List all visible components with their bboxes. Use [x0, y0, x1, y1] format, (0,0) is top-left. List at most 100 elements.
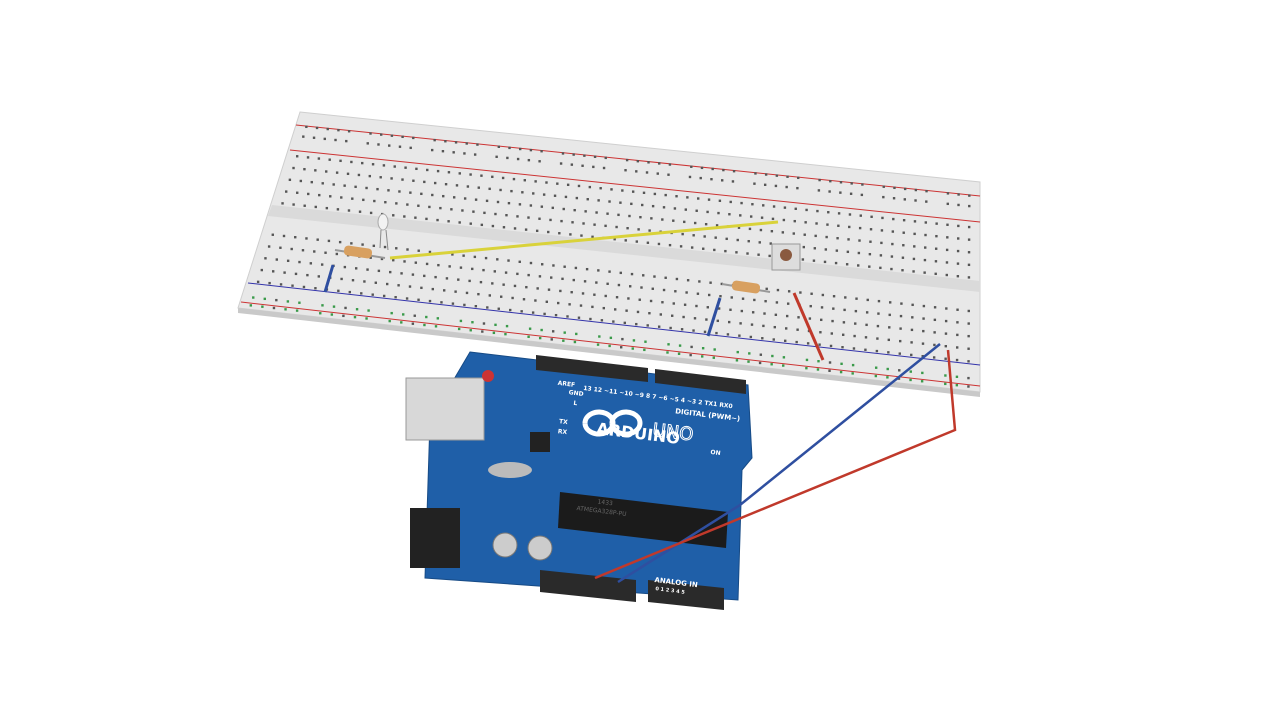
breadboard-hole: [309, 262, 313, 265]
breadboard-hole: [658, 162, 661, 165]
breadboard-hole: [450, 208, 453, 211]
breadboard-hole: [400, 321, 403, 324]
breadboard-hole: [361, 243, 364, 246]
breadboard-hole: [426, 168, 429, 172]
breadboard-hole: [569, 233, 572, 236]
breadboard-hole: [690, 165, 693, 168]
breadboard-hole: [463, 152, 466, 155]
breadboard-hole: [328, 158, 331, 161]
breadboard-hole: [914, 188, 918, 192]
breadboard-hole: [803, 233, 806, 236]
blue-wire-short-2: [706, 297, 722, 337]
breadboard-hole: [440, 301, 443, 304]
breadboard-hole: [365, 186, 368, 190]
on-label: ON: [710, 449, 721, 457]
breadboard-hole: [783, 206, 787, 209]
breadboard-hole: [398, 145, 402, 148]
breadboard-hole: [870, 215, 873, 218]
breadboard-hole: [759, 228, 763, 232]
aref-label: AREF: [557, 380, 575, 389]
breadboard-hole: [362, 198, 365, 202]
breadboard-hole: [829, 344, 833, 348]
breadboard-hole: [832, 307, 835, 310]
breadboard-hole: [545, 300, 548, 303]
breadboard-hole: [267, 245, 271, 248]
breadboard-hole: [494, 212, 497, 216]
breadboard-hole: [837, 212, 841, 215]
breadboard-hole: [880, 241, 883, 245]
resistor-2: [721, 280, 771, 294]
breadboard-hole: [747, 239, 750, 243]
blue-jumper-wire: [617, 343, 941, 584]
breadboard-hole: [880, 229, 884, 232]
breadboard-hole: [674, 290, 677, 293]
breadboard-hole: [636, 310, 640, 314]
breadboard-hole: [365, 317, 368, 320]
breadboard-hole: [864, 336, 868, 339]
breadboard-hole: [724, 249, 727, 253]
breadboard-hole: [466, 185, 470, 188]
breadboard-hole: [591, 235, 594, 238]
breadboard-hole: [346, 172, 350, 176]
breadboard-hole: [934, 272, 937, 276]
breadboard-hole: [491, 175, 494, 179]
breadboard-hole: [876, 324, 880, 328]
breadboard-hole: [968, 194, 971, 197]
breadboard-hole: [792, 232, 795, 235]
breadboard-hole: [417, 249, 420, 252]
breadboard-hole: [295, 309, 299, 312]
breadboard-hole: [521, 191, 524, 194]
breadboard-hole: [701, 355, 704, 358]
breadboard-hole: [824, 248, 828, 251]
breadboard-hole: [413, 314, 416, 317]
breadboard-hole: [794, 207, 797, 210]
breadboard-hole: [305, 237, 308, 240]
breadboard-hole: [956, 275, 960, 278]
breadboard-hole: [683, 303, 687, 306]
atmega-chip: [558, 492, 728, 548]
breadboard-hole: [425, 262, 429, 266]
breadboard-hole: [602, 166, 606, 170]
breadboard-hole: [433, 138, 436, 142]
breadboard-hole: [436, 218, 439, 222]
breadboard-hole: [619, 201, 622, 204]
led: [377, 213, 389, 251]
breadboard-hole: [395, 202, 398, 205]
usb-chip: [530, 432, 550, 452]
breadboard-hole: [692, 234, 695, 237]
red-jumper-wire: [594, 349, 957, 580]
resistor-1: [334, 245, 386, 259]
breadboard-hole: [935, 222, 938, 225]
breadboard-hole: [747, 360, 750, 363]
breadboard-hole: [538, 217, 541, 220]
breadboard-hole: [673, 207, 677, 210]
breadboard-hole: [831, 319, 834, 323]
breadboard-hole: [523, 179, 526, 182]
breadboard-hole: [543, 312, 546, 316]
breadboard-hole: [759, 353, 763, 356]
breadboard-hole: [891, 230, 895, 233]
breadboard-hole: [442, 194, 445, 198]
breadboard-hole: [566, 183, 570, 187]
breadboard-hole: [538, 336, 542, 340]
breadboard-hole: [271, 233, 274, 236]
breadboard-hole: [312, 136, 316, 139]
breadboard-hole: [436, 169, 440, 173]
breadboard-hole: [695, 209, 698, 212]
breadboard-hole: [913, 232, 916, 236]
breadboard-hole: [343, 184, 346, 187]
breadboard-hole: [619, 271, 622, 275]
breadboard-hole: [318, 193, 321, 197]
breadboard-hole: [252, 296, 255, 299]
breadboard-hole: [967, 309, 970, 313]
breadboard-hole: [339, 159, 342, 163]
breadboard-hole: [534, 180, 537, 183]
breadboard-hole: [423, 274, 426, 278]
breadboard-hole: [679, 245, 683, 248]
breadboard-hole: [874, 374, 878, 378]
breadboard-hole: [604, 156, 607, 160]
center-channel: [268, 205, 980, 292]
breadboard-hole: [843, 308, 846, 312]
breadboard-hole: [463, 197, 467, 200]
breadboard-hole: [686, 279, 690, 282]
